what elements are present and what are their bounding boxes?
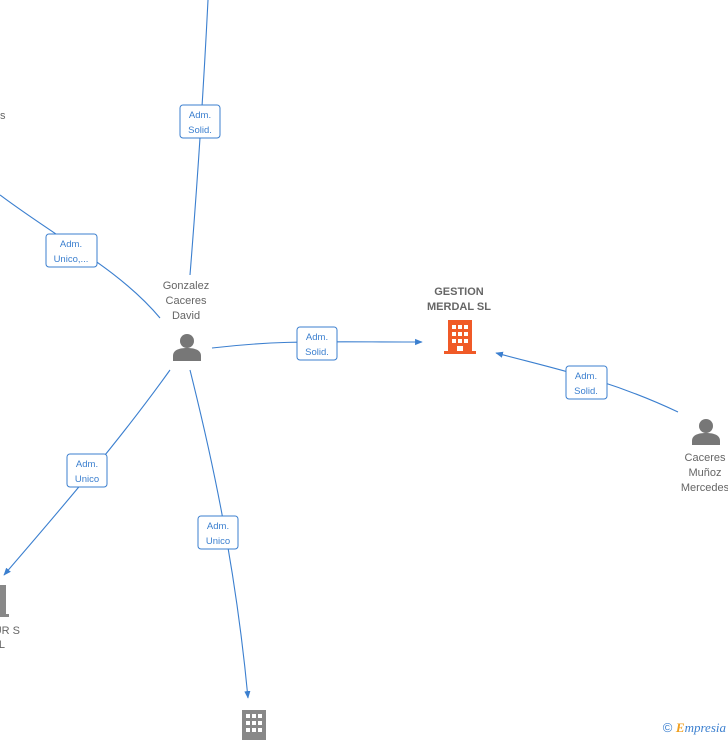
edge-label-text: Adm.	[207, 521, 229, 532]
edge-label-text: Adm.	[60, 239, 82, 250]
node-gonzalez-caceres-david[interactable]: Gonzalez Caceres David	[163, 280, 209, 361]
building-icon	[242, 710, 266, 740]
node-label-line: GESTION	[434, 286, 484, 298]
edge-label-text: Adm.	[189, 110, 211, 121]
node-label-line: s	[0, 110, 6, 122]
edge-label-text: Adm.	[306, 332, 328, 343]
node-bottom-company[interactable]	[242, 710, 266, 740]
edge-label-top[interactable]: Adm. Solid.	[179, 104, 221, 139]
brand-name: mpresia	[684, 720, 726, 735]
node-left-top-partial[interactable]: s	[0, 110, 6, 122]
brand-logo: Empresia	[676, 720, 726, 735]
building-icon	[0, 585, 9, 617]
person-icon	[692, 419, 720, 445]
copyright-icon: ©	[662, 720, 673, 735]
edge-bottom[interactable]	[189, 369, 251, 699]
brand-initial: E	[675, 720, 685, 735]
node-gestion-merdal-sl[interactable]: GESTION MERDAL SL	[427, 286, 491, 354]
edge-label-text: Unico	[75, 474, 99, 485]
brand-footer[interactable]: © Empresia	[663, 720, 726, 736]
edge-label-text: Adm.	[76, 459, 98, 470]
node-label-line: L	[0, 639, 5, 651]
edge-label-text: Solid.	[305, 347, 329, 358]
node-label-line: Caceres	[166, 295, 207, 307]
node-label-line: Mercedes	[681, 482, 728, 494]
node-label-line: Muñoz	[688, 467, 721, 479]
node-label-line: UR S	[0, 625, 20, 637]
edge-label-text: Adm.	[575, 371, 597, 382]
person-icon	[173, 334, 201, 361]
edge-label-text: Solid.	[574, 386, 598, 397]
edge-label-right[interactable]: Adm. Solid.	[565, 365, 608, 400]
edge-label-text: Solid.	[188, 125, 212, 136]
node-label-line: MERDAL SL	[427, 301, 491, 313]
edge-label-text: Unico	[206, 536, 230, 547]
node-label-line: Gonzalez	[163, 280, 209, 292]
edge-label-upper-left[interactable]: Adm. Unico,...	[45, 233, 98, 268]
node-label-line: David	[172, 310, 200, 322]
node-label-line: Caceres	[685, 452, 726, 464]
node-left-bottom-partial[interactable]: UR S L	[0, 585, 20, 651]
edge-label-text: Unico,...	[54, 254, 89, 265]
building-icon	[444, 320, 476, 354]
edge-label-center[interactable]: Adm. Solid.	[296, 326, 338, 361]
node-caceres-munoz-mercedes[interactable]: Caceres Muñoz Mercedes	[681, 419, 728, 494]
edge-label-lower-left[interactable]: Adm. Unico	[66, 453, 108, 488]
edge-label-bottom[interactable]: Adm. Unico	[197, 515, 239, 550]
